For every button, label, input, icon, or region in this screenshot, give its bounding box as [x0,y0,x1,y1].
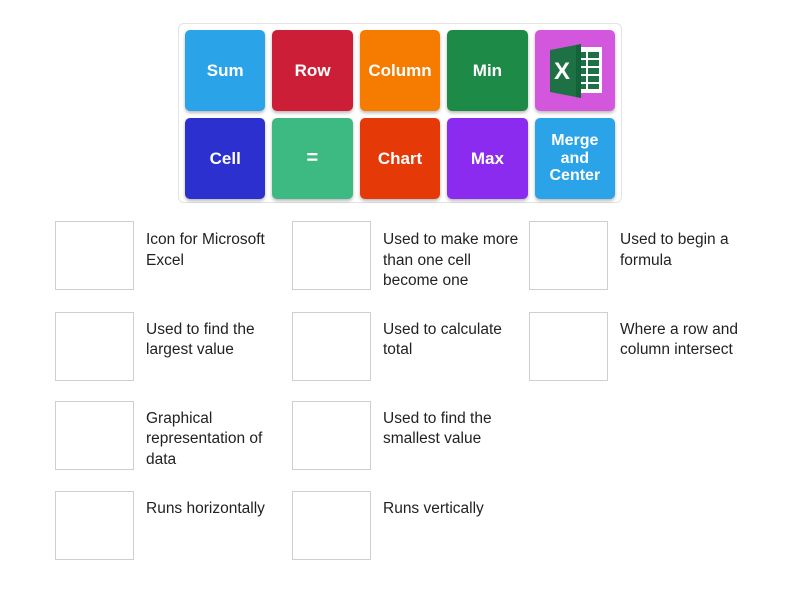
tile-label: Cell [209,148,241,168]
tile-min[interactable]: Min [447,30,528,111]
answer-row: Icon for Microsoft Excel Used to make mo… [55,221,767,292]
drop-target[interactable] [292,311,371,381]
answer-label: Runs vertically [383,499,484,517]
drop-target[interactable] [55,490,134,560]
tile-chart[interactable]: Chart [359,118,441,199]
answer-item-runs-horizontally: Runs horizontally [55,490,292,560]
drop-target[interactable] [529,311,608,381]
answer-label: Used to make more than one cell become o… [383,231,519,290]
answer-label: Graphical representation of data [146,409,263,469]
tile-excel-icon[interactable]: X [534,30,615,111]
tile-label: Column [368,60,432,80]
drop-target[interactable] [292,221,371,290]
answer-item-begin-formula: Used to begin a formula [529,221,766,290]
tile-label: Sum [206,60,244,80]
answer-label: Used to find the largest value [146,320,255,359]
answer-label: Used to begin a formula [620,231,729,269]
answer-item-icon-for-microsoft-excel: Icon for Microsoft Excel [55,221,292,290]
tile-label: Merge and Center [549,131,601,185]
tile-cell[interactable]: Cell [185,118,266,199]
svg-text:X: X [554,58,570,85]
drop-target[interactable] [55,400,134,470]
tile-equals[interactable]: = [272,118,353,199]
answer-item-calculate-total: Used to calculate total [292,311,529,381]
tile-row[interactable]: Row [272,30,353,111]
tile-bank-row-1: Sum Row Column Min [185,30,615,111]
answer-item-runs-vertically: Runs vertically [292,490,529,560]
microsoft-excel-icon: X [549,43,602,98]
tile-label: Chart [377,148,423,168]
tile-sum[interactable]: Sum [185,30,266,111]
answer-row: Graphical representation of data Used to… [55,400,767,471]
answer-area: Icon for Microsoft Excel Used to make mo… [55,221,767,560]
answer-label: Where a row and column intersect [620,320,739,359]
answer-item-graphical-representation: Graphical representation of data [55,400,292,471]
answer-label: Runs horizontally [146,499,265,517]
drop-target[interactable] [529,221,608,290]
tile-label: Row [294,60,331,80]
tile-bank-row-2: Cell = Chart Max Merge and Center [185,118,616,199]
tile-merge-and-center[interactable]: Merge and Center [534,118,616,199]
answer-row: Runs horizontally Runs vertically [55,490,767,560]
tile-column[interactable]: Column [359,30,441,111]
drop-target[interactable] [292,490,371,560]
answer-item-smallest-value: Used to find the smallest value [292,400,529,470]
drop-target[interactable] [55,311,134,381]
answer-item-largest-value: Used to find the largest value [55,311,292,381]
tile-bank: Sum Row Column Min [178,23,622,203]
tile-label: Max [470,148,504,168]
answer-item-row-column-intersect: Where a row and column intersect [529,311,766,381]
tile-max[interactable]: Max [447,118,528,199]
answer-label: Used to find the smallest value [383,409,492,448]
answer-row: Used to find the largest value Used to c… [55,311,767,381]
tile-label: Min [472,60,503,80]
answer-label: Used to calculate total [383,320,502,359]
answer-label: Icon for Microsoft Excel [146,231,265,269]
answer-item-merge-cells: Used to make more than one cell become o… [292,221,529,292]
drop-target[interactable] [292,400,371,470]
tile-label: = [306,147,319,170]
drop-target[interactable] [55,221,134,290]
